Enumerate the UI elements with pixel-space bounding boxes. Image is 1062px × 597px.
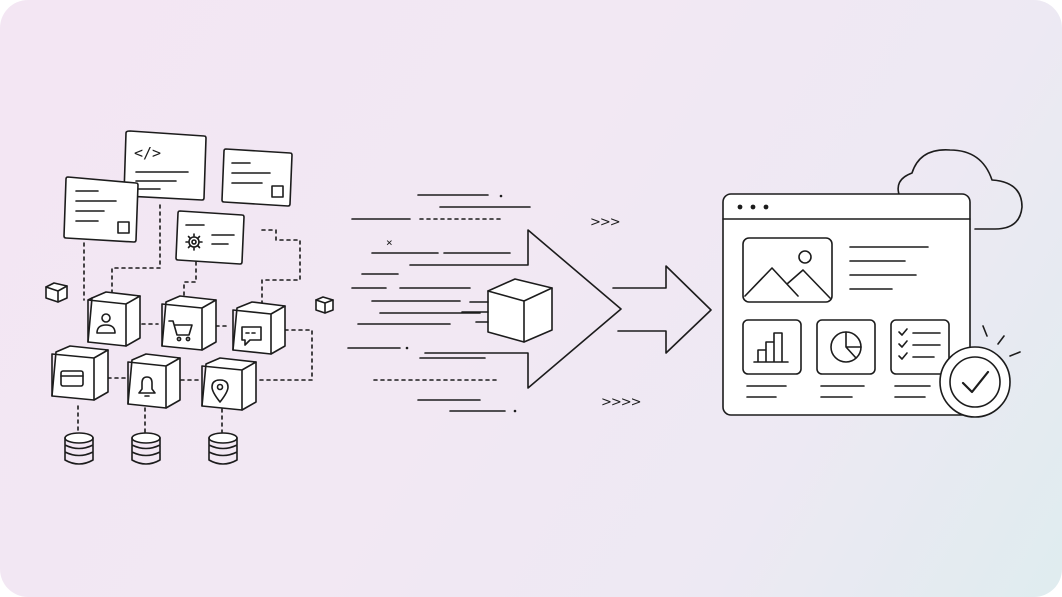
settings-card bbox=[175, 210, 245, 265]
browser-window-icon bbox=[722, 193, 971, 416]
cube-icon bbox=[45, 282, 68, 303]
code-icon: </> bbox=[134, 144, 161, 162]
credit-card-icon bbox=[60, 370, 84, 387]
image-icon bbox=[742, 237, 833, 303]
location-pin-icon bbox=[211, 379, 229, 403]
speed-marks-top: >>> bbox=[590, 215, 620, 230]
arrow-icon bbox=[612, 265, 712, 354]
cloud-icon bbox=[897, 149, 1023, 230]
bell-service-block bbox=[127, 353, 181, 409]
bar-chart-icon bbox=[742, 319, 802, 375]
service-connectors bbox=[77, 204, 313, 433]
database-icon bbox=[131, 432, 161, 465]
cube-icon bbox=[315, 296, 334, 314]
checklist-icon bbox=[890, 319, 950, 375]
pie-chart-icon bbox=[816, 319, 876, 375]
chat-service-block bbox=[232, 301, 286, 355]
bell-icon bbox=[138, 376, 156, 397]
text-card-left bbox=[63, 176, 139, 243]
code-card: </> bbox=[123, 130, 207, 201]
text-card-right bbox=[221, 148, 293, 207]
gear-icon bbox=[185, 233, 203, 251]
database-icon bbox=[64, 432, 94, 465]
database-icon bbox=[208, 432, 238, 465]
chat-icon bbox=[241, 326, 262, 346]
speed-marks-bottom: >>>> bbox=[601, 395, 641, 410]
close-mark: × bbox=[386, 236, 393, 249]
cart-service-block bbox=[161, 295, 217, 351]
location-service-block bbox=[201, 357, 257, 411]
arrow-icon bbox=[409, 229, 622, 389]
cube-icon bbox=[461, 278, 553, 343]
speed-lines: × >>> >>>> bbox=[347, 194, 642, 413]
card-service-block bbox=[51, 345, 109, 401]
checkmark-badge-icon bbox=[939, 325, 1021, 418]
user-service-block bbox=[87, 291, 141, 347]
user-icon bbox=[96, 313, 116, 334]
cart-icon bbox=[168, 320, 193, 342]
